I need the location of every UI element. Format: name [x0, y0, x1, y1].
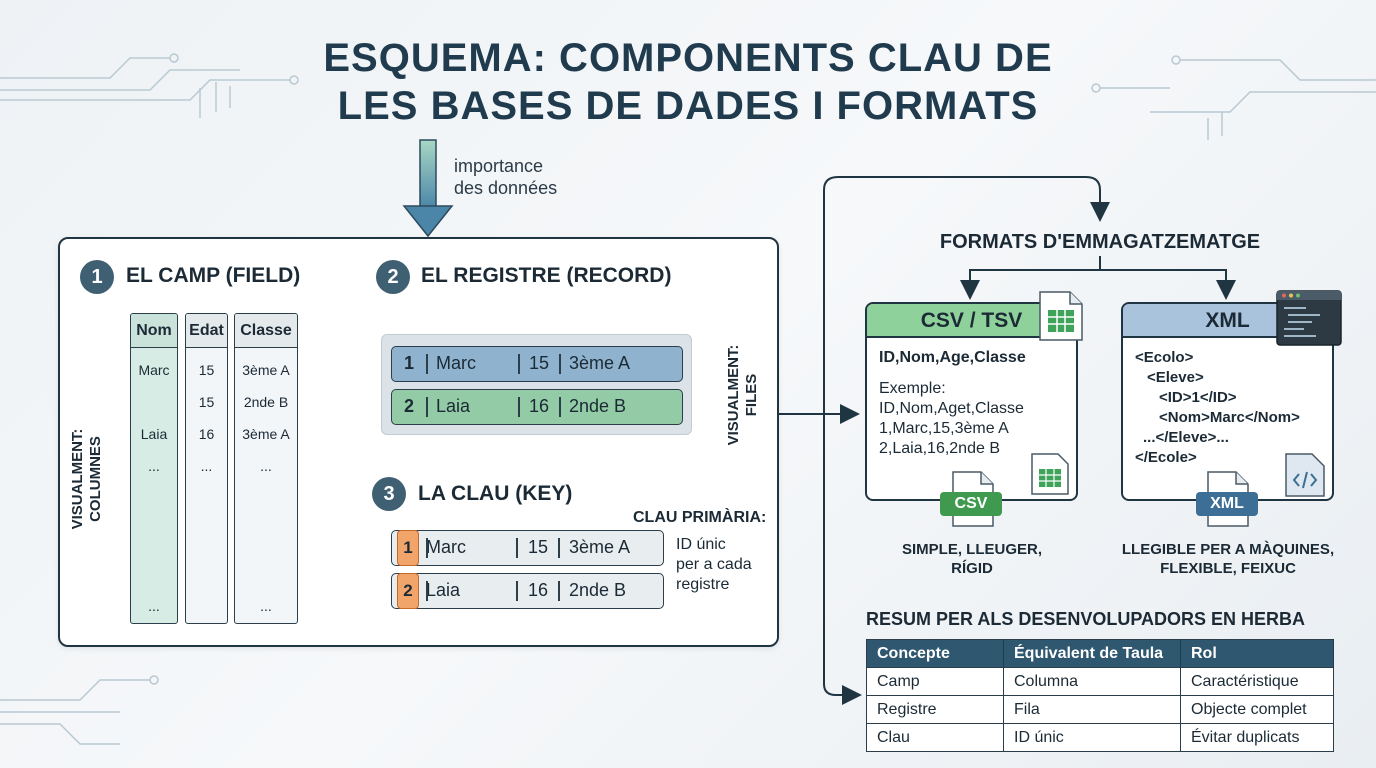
code-window-icon: [1276, 290, 1342, 346]
primary-key-label: CLAU PRIMÀRIA:: [633, 509, 767, 526]
spreadsheet-icon: [1039, 291, 1083, 341]
primary-key-badge: 1: [397, 530, 419, 566]
csv-caption: SIMPLE, LLEUGER, RÍGID: [901, 541, 1042, 577]
key-heading: LA CLAU (KEY): [418, 482, 573, 505]
primary-key-badge: 2: [397, 573, 419, 609]
xml-badge: XML: [1196, 492, 1258, 516]
circuit-decoration-top-left: [0, 53, 299, 118]
primary-key-description: ID únic per a cada registre: [676, 536, 752, 593]
record-heading: EL REGISTRE (RECORD): [421, 264, 672, 287]
table-row: Registre Fila Objecte complet: [866, 695, 1334, 724]
step-number-2: 2: [376, 260, 410, 294]
field-column-classe: Classe 3ème A 2nde B 3ème A ... ...: [234, 313, 298, 624]
down-arrow: [402, 139, 454, 238]
csv-card: CSV / TSV ID,Nom,Age,Classe Exemple: ID,…: [865, 302, 1078, 501]
record-row: 1 Marc 15 3ème A: [391, 346, 683, 382]
table-row: Clau ID únic Évitar duplicats: [866, 723, 1334, 752]
summary-title: RESUM PER ALS DESENVOLUPADORS EN HERBA: [866, 609, 1306, 629]
key-row: Marc 15 3ème A: [391, 530, 664, 566]
step-number-1: 1: [80, 260, 114, 294]
table-row: Camp Columna Caractéristique: [866, 667, 1334, 696]
xml-caption: LLEGIBLE PER A MÀQUINES, FLEXIBLE, FEIXU…: [1121, 541, 1335, 577]
key-row: Laia 16 2nde B: [391, 573, 664, 609]
summary-table: Concepte Équivalent de Taula Rol Camp Co…: [866, 639, 1334, 752]
circuit-decoration-top-right: [1091, 55, 1376, 140]
table-header-row: Concepte Équivalent de Taula Rol: [866, 639, 1334, 668]
record-side-label: VISUALMENT: FILES: [725, 344, 760, 446]
field-heading: EL CAMP (FIELD): [126, 264, 301, 287]
page-title: ESQUEMA: COMPONENTS CLAU DE LES BASES DE…: [323, 36, 1053, 128]
step-number-3: 3: [372, 477, 406, 511]
formats-title: FORMATS D'EMMAGATZEMATGE: [939, 231, 1261, 253]
code-file-icon: [1285, 453, 1325, 497]
csv-badge: CSV: [940, 492, 1002, 516]
circuit-decoration-bottom-left: [0, 675, 159, 745]
spreadsheet-icon: [1031, 453, 1069, 495]
field-column-edat: Edat 15 15 16 ...: [185, 313, 228, 624]
field-side-label: VISUALMENT: COLUMNES: [69, 428, 104, 530]
arrow-note: importance des données: [454, 156, 558, 198]
field-column-nom: Nom Marc Laia ... ...: [130, 313, 178, 624]
record-row: 2 Laia 16 2nde B: [391, 389, 683, 425]
